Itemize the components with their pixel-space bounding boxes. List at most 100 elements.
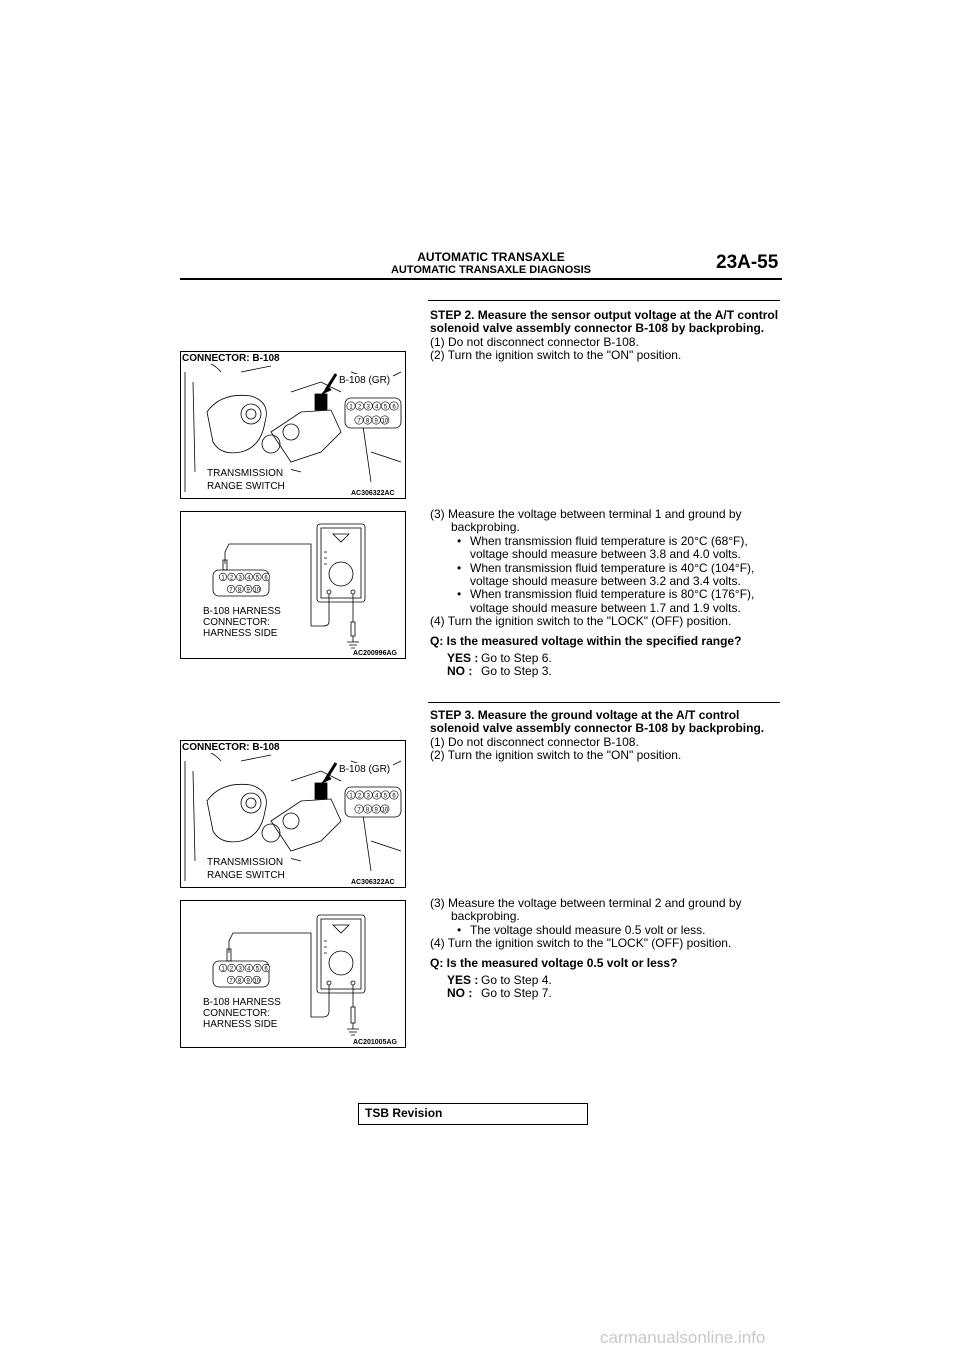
connector-location-figure: CONNECTOR: B-108 B-108 (GR) TRANSMISSION… — [180, 351, 406, 499]
connector-pin: 3 — [236, 963, 245, 972]
connector-pin: 8 — [235, 584, 244, 593]
pin-number: 10 — [253, 587, 260, 593]
pin-number: 6 — [264, 575, 268, 581]
pin-number: 1 — [349, 793, 353, 799]
connector-pin: 10 — [380, 415, 390, 425]
pin-number: 7 — [229, 587, 233, 593]
step2-bullet-2: •When transmission fluid temperature is … — [457, 560, 755, 589]
pin-number: 1 — [349, 404, 353, 410]
step3-item-1: (1) Do not disconnect connector B-108. — [430, 734, 639, 749]
bullet-icon: • — [457, 587, 462, 602]
pin-number: 4 — [247, 966, 251, 972]
pin-number: 10 — [381, 418, 388, 424]
figure-code: AC306322AC — [351, 490, 395, 497]
pin-number: 6 — [392, 404, 396, 410]
step2-item-1: (1) Do not disconnect connector B-108. — [430, 334, 639, 349]
step2-item-4: (4) Turn the ignition switch to the "LOC… — [430, 614, 732, 629]
pin-number: 1 — [221, 966, 225, 972]
figure-connector-label: CONNECTOR: B-108 — [182, 742, 280, 753]
voltmeter-figure-2: B-108 HARNESS CONNECTOR: HARNESS SIDE AC… — [180, 900, 406, 1048]
figure-code: AC306322AC — [351, 879, 395, 886]
connector-location-drawing: CONNECTOR: B-108 B-108 (GR) TRANSMISSION… — [181, 352, 402, 497]
pin-number: 4 — [247, 575, 251, 581]
connector-pin: 1 — [218, 572, 228, 581]
pin-number: 7 — [357, 418, 361, 424]
step3-rule — [428, 702, 780, 703]
step3-yes: YES :Go to Step 4. — [447, 973, 552, 988]
voltmeter-drawing: B-108 HARNESS CONNECTOR: HARNESS SIDE AC… — [203, 523, 398, 657]
connector-pin: 5 — [380, 401, 390, 411]
pin-number: 2 — [358, 793, 362, 799]
connector-pin: 10 — [380, 804, 390, 814]
connector-pin: 8 — [363, 804, 373, 814]
connector-location-figure-2: CONNECTOR: B-108 B-108 (GR) TRANSMISSION… — [180, 740, 406, 888]
connector-pin: 3 — [363, 401, 373, 411]
pin-number: 4 — [375, 793, 379, 799]
tsb-revision-box — [358, 1103, 588, 1125]
connector-pin: 4 — [372, 401, 382, 411]
connector-pin: 6 — [389, 401, 399, 411]
step3-item-3: (3) Measure the voltage between terminal… — [430, 896, 742, 924]
pin-number: 2 — [230, 966, 234, 972]
step2-no: NO :Go to Step 3. — [447, 664, 552, 679]
range-switch-label-1: TRANSMISSION — [207, 857, 283, 868]
connector-pin: 10 — [252, 584, 261, 593]
connector-pin: 5 — [253, 963, 262, 972]
connector-pin: 2 — [227, 572, 236, 581]
pin-number: 5 — [384, 793, 388, 799]
connector-pin: 4 — [244, 963, 253, 972]
connector-pin: 1 — [346, 401, 356, 411]
section-subtitle: AUTOMATIC TRANSAXLE DIAGNOSIS — [390, 264, 592, 276]
step3-item-4: (4) Turn the ignition switch to the "LOC… — [430, 936, 732, 951]
voltmeter-figure: B-108 HARNESS CONNECTOR: HARNESS SIDE AC… — [180, 511, 406, 659]
figure-code: AC201005AG — [353, 1039, 398, 1046]
connector-location-drawing-2: CONNECTOR: B-108 B-108 (GR) TRANSMISSION… — [181, 741, 402, 886]
header-rule — [180, 278, 782, 280]
pin-number: 9 — [247, 587, 251, 593]
pin-number: 9 — [247, 978, 251, 984]
connector-pin: 10 — [252, 975, 261, 984]
pin-number: 3 — [239, 966, 243, 972]
connector-pin: 5 — [380, 790, 390, 800]
pin-number: 8 — [366, 418, 370, 424]
connector-pin: 9 — [244, 975, 253, 984]
connector-pin: 9 — [371, 804, 381, 814]
harness-label-2: CONNECTOR: — [203, 617, 270, 628]
connector-pin: 1 — [218, 963, 228, 972]
connector-pin: 2 — [227, 963, 236, 972]
connector-pin: 6 — [389, 790, 399, 800]
figure-connector-label: CONNECTOR: B-108 — [182, 353, 280, 364]
pin-number: 8 — [366, 807, 370, 813]
bullet-icon: • — [457, 922, 462, 937]
connector-pin: 8 — [235, 975, 244, 984]
step2-bullet-3: •When transmission fluid temperature is … — [457, 587, 755, 615]
pin-number: 8 — [238, 978, 242, 984]
step3-measure-block: (3) Measure the voltage between terminal… — [430, 896, 782, 1001]
harness-label-3: HARNESS SIDE — [203, 1019, 278, 1030]
step3-no: NO :Go to Step 7. — [447, 986, 552, 1001]
watermark: carmanualsonline.info — [600, 1328, 766, 1347]
step2-item-2: (2) Turn the ignition switch to the "ON"… — [430, 348, 682, 363]
connector-pin: 9 — [244, 584, 253, 593]
harness-label-1: B-108 HARNESS — [203, 606, 281, 617]
connector-pin: 5 — [253, 572, 262, 581]
harness-label-1: B-108 HARNESS — [203, 997, 281, 1008]
pin-number: 3 — [367, 404, 371, 410]
range-switch-label-2: RANGE SWITCH — [207, 870, 285, 881]
connector-pin: 7 — [226, 975, 236, 984]
pin-number: 7 — [229, 978, 233, 984]
pin-number: 10 — [253, 978, 260, 984]
connector-pin: 1 — [346, 790, 356, 800]
bullet-icon: • — [457, 560, 462, 575]
step2-question: Q: Is the measured voltage within the sp… — [430, 633, 742, 648]
step2-heading: STEP 2. Measure the sensor output voltag… — [430, 308, 779, 336]
connector-tag-label: B-108 (GR) — [339, 375, 390, 386]
connector-pin: 7 — [354, 415, 364, 425]
connector-pin: 8 — [363, 415, 373, 425]
step2-block: STEP 2. Measure the sensor output voltag… — [430, 308, 782, 363]
step3-bullet-1: •The voltage should measure 0.5 volt or … — [457, 922, 706, 937]
connector-pin: 2 — [355, 401, 365, 411]
step2-bullet-1: •When transmission fluid temperature is … — [457, 533, 748, 562]
pin-number: 7 — [357, 807, 361, 813]
step2-measure-block: (3) Measure the voltage between terminal… — [430, 507, 782, 679]
